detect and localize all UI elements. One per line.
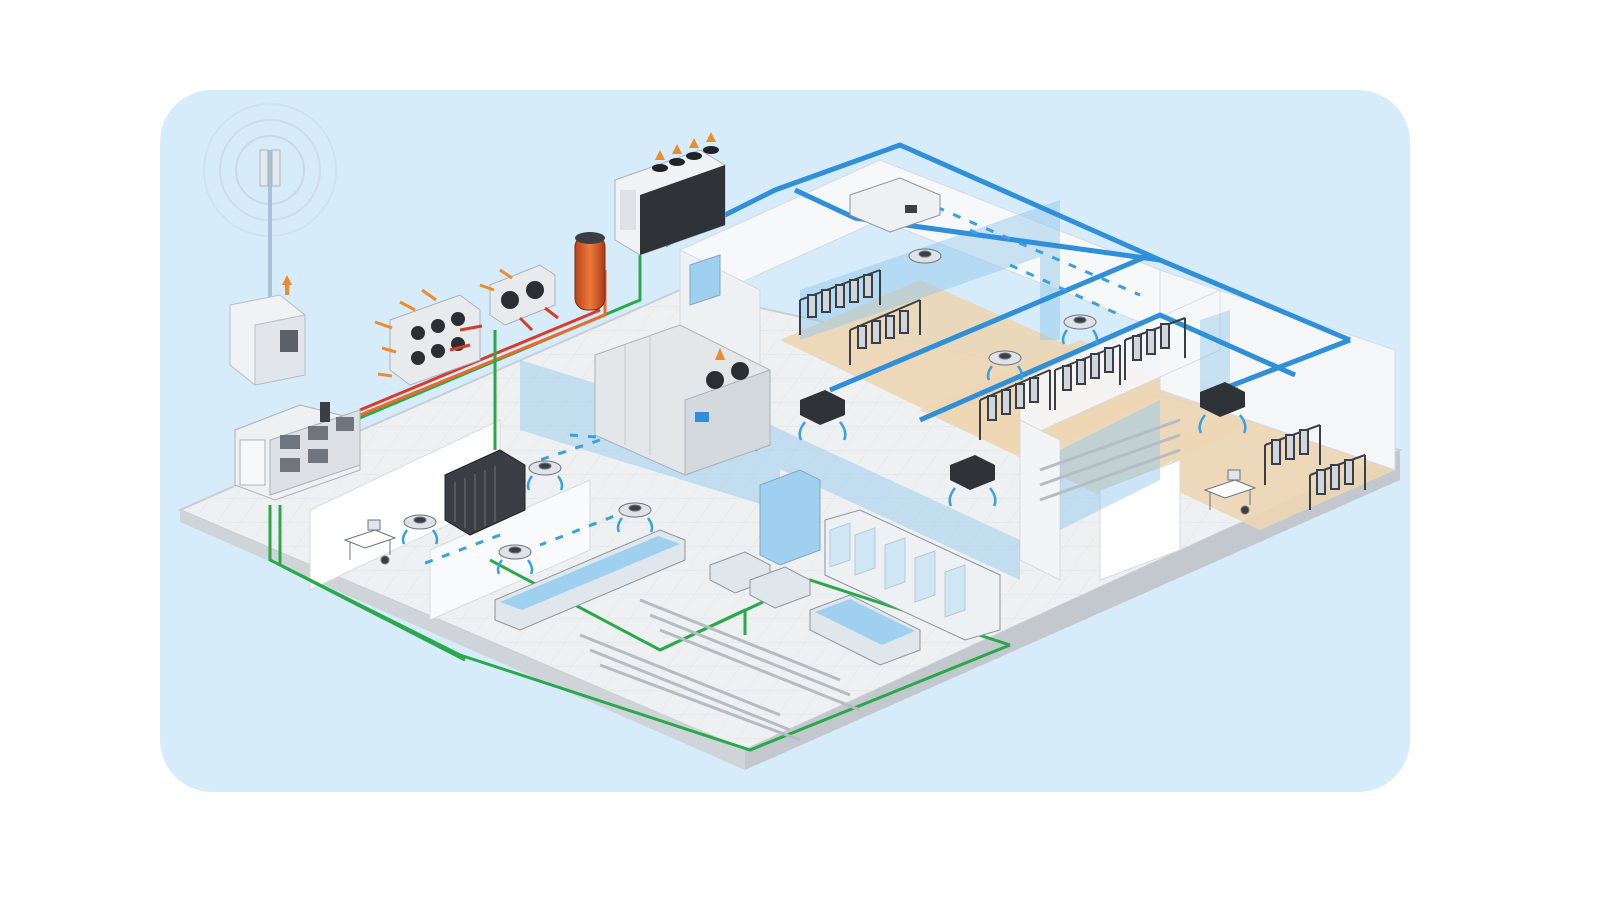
- heat-arrows: [716, 348, 724, 358]
- control-panel-icon: [234, 402, 361, 501]
- condenser-fan-icon: [479, 264, 559, 332]
- freezer-cabinet-icon: [824, 509, 1001, 641]
- hot-water-tank-icon: [574, 232, 606, 311]
- ceiling-projector-unit-icon: [849, 177, 941, 233]
- antenna-icon: [203, 103, 337, 310]
- supply-ducts: [663, 142, 1351, 423]
- illustration-panel: [160, 90, 1410, 792]
- heat-pump-icon: [614, 132, 726, 256]
- server-rack-icon: [444, 449, 526, 536]
- shelving-icon: [579, 418, 1181, 742]
- clothing-rack-icon: [799, 269, 1366, 510]
- rooftop-unit-icon: [594, 324, 771, 476]
- dark-cassette-units: [800, 382, 1245, 490]
- hvac-building-illustration: [160, 90, 1410, 792]
- dry-cooler-icon: [374, 288, 483, 386]
- display-case-icon: [494, 529, 921, 666]
- boiler-unit-icon: [229, 275, 306, 386]
- cassette-airflow: [401, 329, 1247, 575]
- ceiling-cassette-icon: [403, 248, 1097, 560]
- office-desk-icon: [343, 469, 1257, 565]
- wall-shelves: [689, 254, 821, 566]
